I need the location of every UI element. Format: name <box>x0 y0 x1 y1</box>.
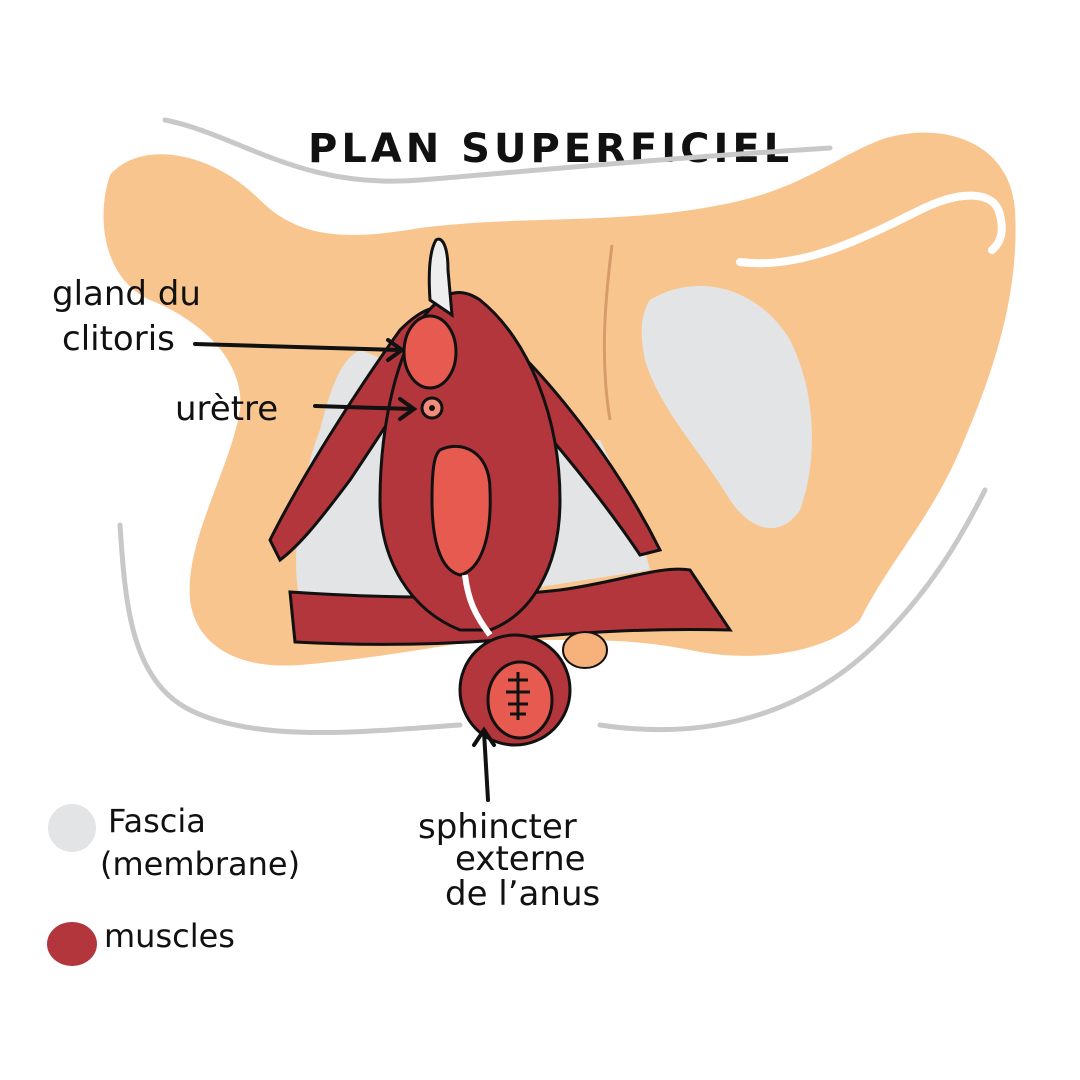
legend-fascia-sublabel: (membrane) <box>100 845 300 883</box>
legend-fascia-swatch <box>48 804 96 852</box>
coccyx-area <box>562 631 608 669</box>
arrow-clitoris <box>193 338 406 362</box>
label-sphincter-line3: de l’anus <box>445 874 600 914</box>
skin-crease <box>602 244 614 421</box>
label-clitoris-line1: gland du <box>52 274 201 314</box>
buttock-curve <box>573 665 641 693</box>
legend-muscles-label: muscles <box>104 917 235 955</box>
clitoris-shaft <box>427 237 454 319</box>
legend-fascia-label: Fascia <box>108 802 206 840</box>
body-outline <box>117 117 988 735</box>
arrow-uretre <box>313 397 418 421</box>
anal-opening <box>486 660 554 740</box>
arrow-sphincter <box>472 726 496 802</box>
vaginal-opening <box>430 444 492 577</box>
fascia-right <box>641 285 812 529</box>
urethra-opening <box>429 405 435 411</box>
anal-folds <box>506 672 530 720</box>
clitoris-gland <box>402 314 458 390</box>
legend-muscles-swatch <box>47 922 97 966</box>
label-sphincter-line1: sphincter <box>418 807 577 847</box>
skin-fold <box>736 191 1006 268</box>
perineal-raphe <box>462 574 493 637</box>
label-uretre: urètre <box>175 389 278 429</box>
label-sphincter-line2: externe <box>455 839 586 879</box>
diagram-title: PLAN SUPERFICIEL <box>308 126 793 172</box>
label-clitoris-line2: clitoris <box>62 319 175 359</box>
